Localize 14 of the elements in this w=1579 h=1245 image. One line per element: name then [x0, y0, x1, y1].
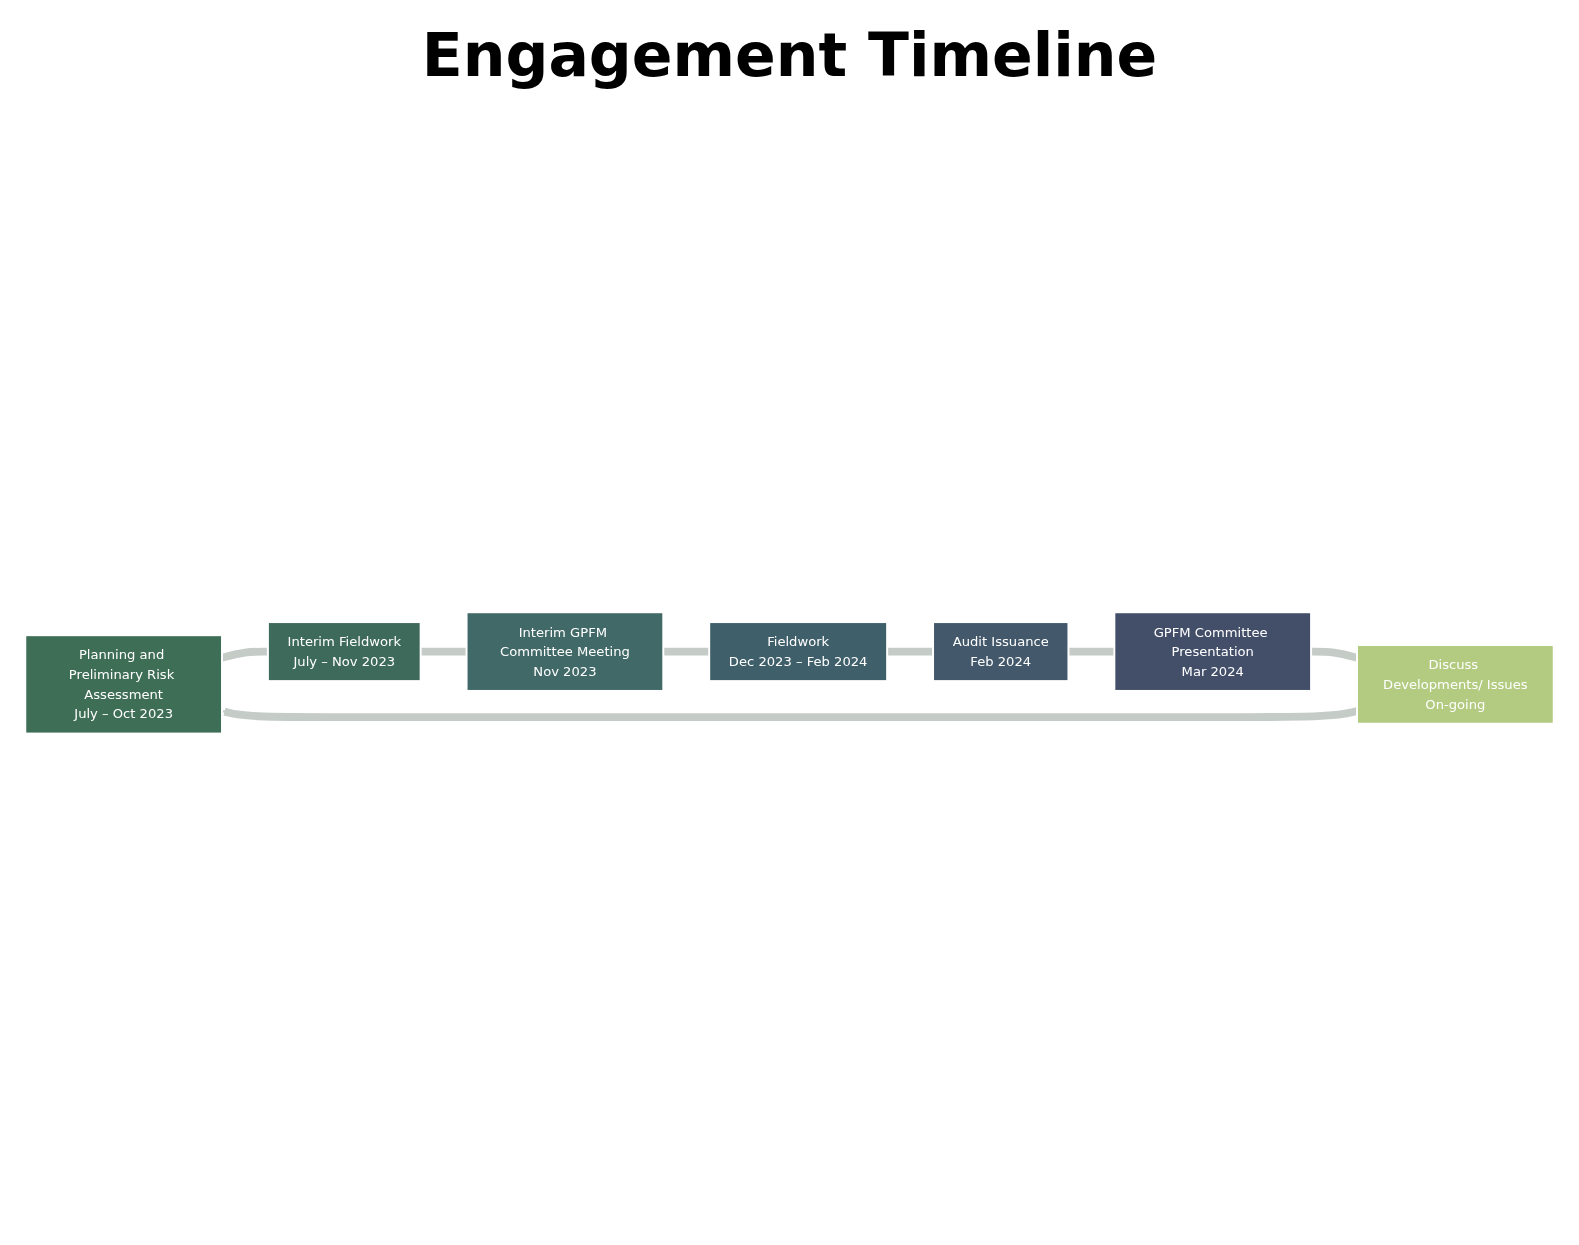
node-box: GPFM Committee Presentation Mar 2024 [1113, 610, 1313, 692]
diagram-title: Engagement Timeline [420, 20, 1159, 90]
node-box: Fieldwork Dec 2023 – Feb 2024 [708, 620, 889, 682]
node-box: Interim GPFM Committee Meeting Nov 2023 [465, 610, 665, 692]
connector [1068, 647, 1115, 656]
node-box: Interim Fieldwork July – Nov 2023 [266, 620, 422, 682]
node-box: Audit Issuance Feb 2024 [932, 620, 1070, 682]
connector [221, 647, 269, 662]
node-box: Planning and Preliminary Risk Assessment July – Oct 2023 [24, 633, 223, 735]
connector [420, 647, 467, 656]
node-box: Discuss Developments/ Issues On-going [1356, 643, 1555, 725]
connector [1310, 647, 1358, 662]
connector [663, 647, 710, 656]
connector [887, 647, 934, 656]
